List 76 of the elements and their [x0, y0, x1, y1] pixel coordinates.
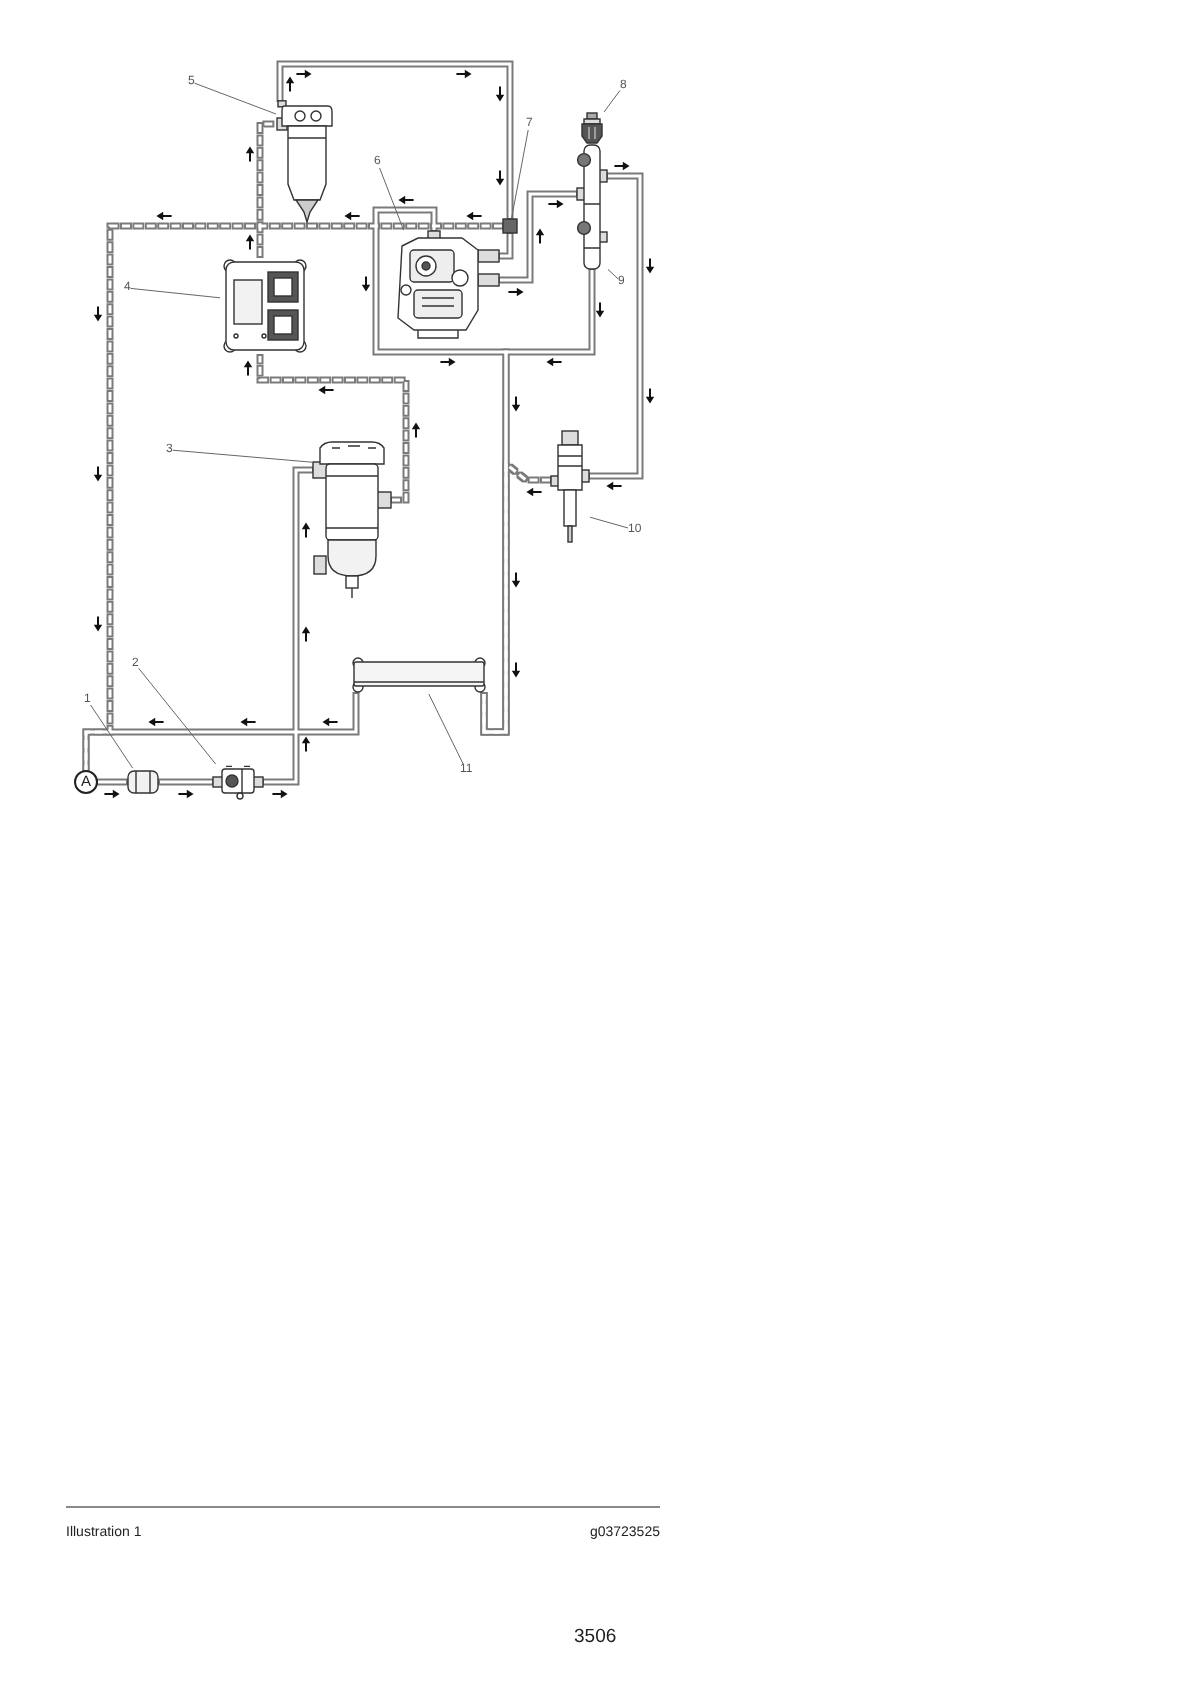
- direction-arrow: [245, 234, 255, 250]
- direction-arrow: [645, 258, 655, 274]
- fitting-block: [502, 218, 518, 234]
- fuel-line: [258, 122, 276, 256]
- fuel-line: [264, 468, 312, 784]
- fuel-line: [98, 780, 126, 784]
- direction-arrow: [456, 69, 472, 79]
- rail-drawing: [576, 144, 608, 270]
- pump-drawing: [212, 764, 264, 800]
- leader-line: [138, 667, 217, 765]
- direction-arrow: [245, 146, 255, 162]
- direction-arrow: [511, 662, 521, 678]
- direction-arrow: [301, 626, 311, 642]
- cooler-drawing: [350, 656, 488, 694]
- fuel-line: [160, 780, 212, 784]
- direction-arrow: [344, 211, 360, 221]
- direction-arrow: [93, 466, 103, 482]
- leader-line: [194, 82, 277, 115]
- direction-arrow: [361, 276, 371, 292]
- valve-drawing: [580, 112, 604, 144]
- direction-arrow: [322, 717, 338, 727]
- fuel-line: [590, 174, 642, 478]
- direction-arrow: [606, 481, 622, 491]
- direction-arrow: [595, 302, 605, 318]
- direction-arrow: [93, 616, 103, 632]
- direction-arrow: [104, 789, 120, 799]
- direction-arrow: [243, 360, 253, 376]
- leader-line: [428, 693, 464, 765]
- fuel-line: [482, 270, 594, 734]
- direction-arrow: [511, 572, 521, 588]
- direction-arrow: [548, 199, 564, 209]
- fuel-line: [500, 234, 512, 258]
- direction-arrow: [535, 228, 545, 244]
- direction-arrow: [511, 396, 521, 412]
- direction-arrow: [285, 76, 295, 92]
- injector-drawing: [550, 430, 590, 544]
- direction-arrow: [495, 86, 505, 102]
- direction-arrow: [156, 211, 172, 221]
- fuel-line: [482, 460, 550, 734]
- direction-arrow: [546, 357, 562, 367]
- fuel-line: [84, 694, 358, 770]
- fuel-line: [84, 224, 502, 770]
- direction-arrow: [178, 789, 194, 799]
- fuel-line: [258, 356, 408, 502]
- control-module-drawing: [220, 256, 310, 356]
- direction-arrow: [148, 717, 164, 727]
- leader-line: [130, 287, 221, 299]
- direction-arrow: [272, 789, 288, 799]
- leader-line: [589, 516, 629, 529]
- leader-line: [603, 89, 621, 113]
- direction-arrow: [440, 357, 456, 367]
- fuel-line: [278, 62, 512, 218]
- inline-filter-drawing: [126, 768, 160, 796]
- page-number: 3506: [574, 1628, 617, 1647]
- direction-arrow: [301, 736, 311, 752]
- filter-canister-drawing: [312, 440, 392, 600]
- direction-arrow: [645, 388, 655, 404]
- filter-canister-drawing: [276, 100, 336, 224]
- leader-line: [379, 167, 405, 231]
- direction-arrow: [508, 287, 524, 297]
- direction-arrow: [466, 211, 482, 221]
- direction-arrow: [398, 195, 414, 205]
- leader-line: [90, 704, 134, 769]
- direction-arrow: [93, 306, 103, 322]
- direction-arrow: [526, 487, 542, 497]
- direction-arrow: [296, 69, 312, 79]
- fuel-line: [500, 192, 576, 282]
- direction-arrow: [318, 385, 334, 395]
- leader-line: [172, 449, 313, 463]
- direction-arrow: [301, 522, 311, 538]
- leader-line: [511, 129, 529, 219]
- direction-arrow: [614, 161, 630, 171]
- direction-arrow: [495, 170, 505, 186]
- direction-arrow: [411, 422, 421, 438]
- direction-arrow: [240, 717, 256, 727]
- leader-line: [607, 268, 619, 280]
